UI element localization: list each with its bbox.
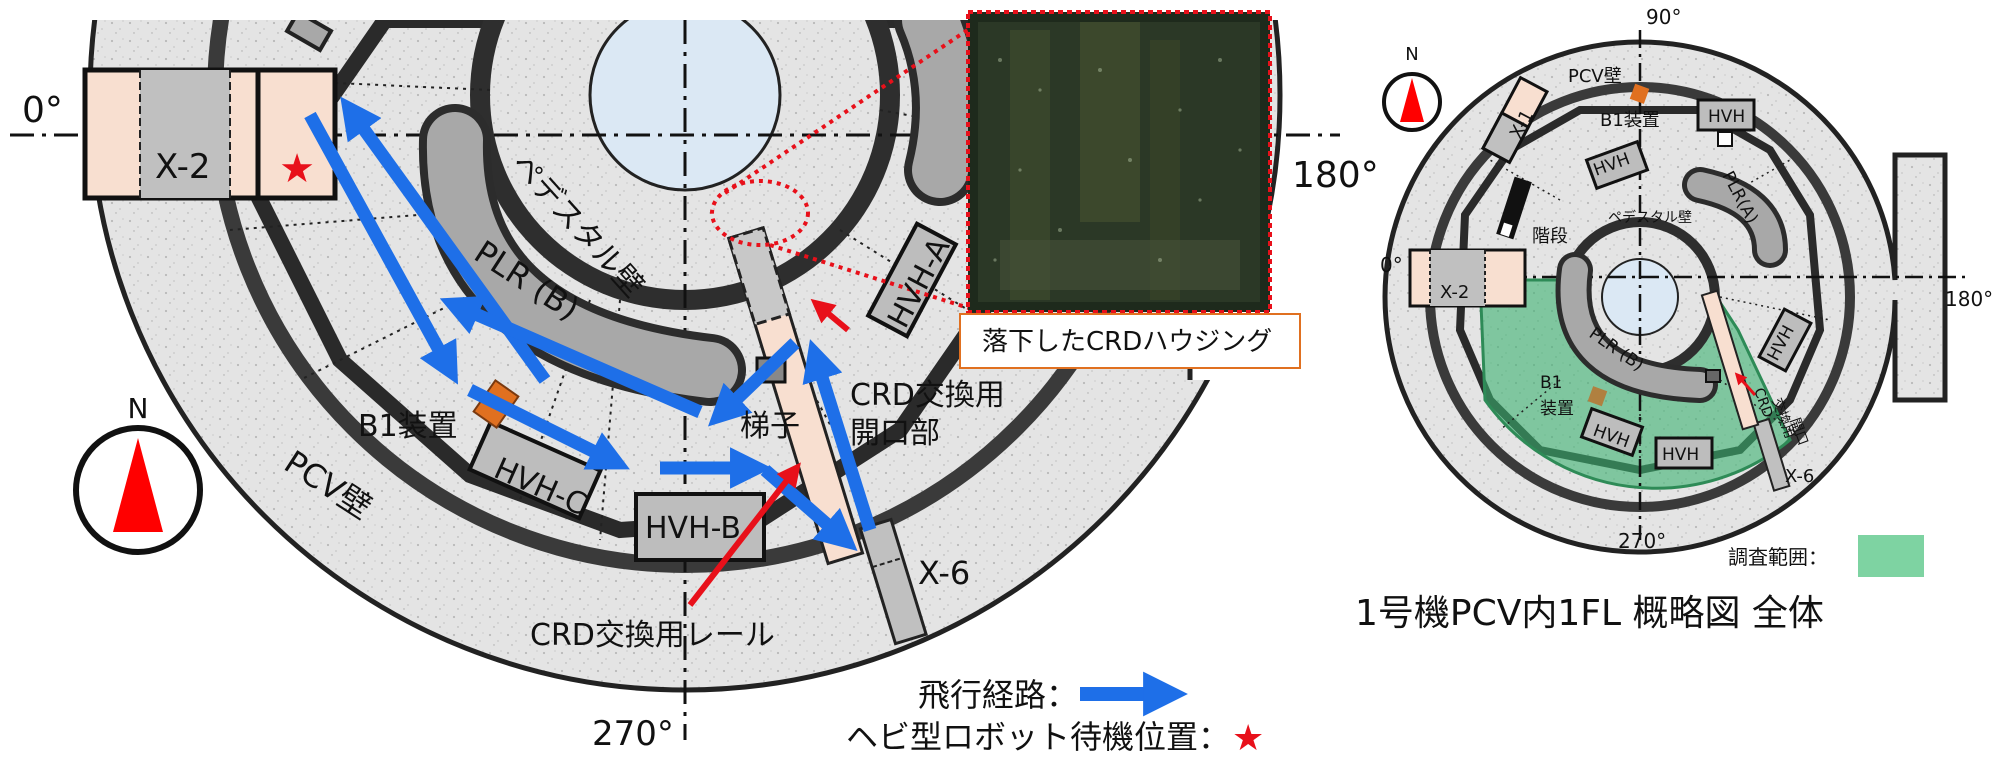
right-pcv-wall-label: PCV壁: [1568, 66, 1622, 87]
right-diagram-title: 1号機PCV内1FL 概略図 全体: [1355, 593, 1824, 634]
right-ladder-box: [1705, 369, 1721, 383]
left-crd-rail-label: CRD交換用レール: [530, 618, 775, 653]
hvh-a-box: [865, 221, 959, 339]
crd-rail-strip: [726, 225, 865, 566]
right-angle-270: 270°: [1618, 529, 1666, 553]
right-x1-penetration: [1480, 75, 1550, 165]
legend-standby-label: ヘビ型ロボット待機位置：: [846, 718, 1230, 756]
survey-range-label: 調査範囲：: [1728, 545, 1828, 569]
x2-penetration: [82, 67, 338, 201]
hvh-b-box: [634, 492, 766, 562]
plr-a-pipe: [902, 20, 976, 198]
right-pedestal-label: ペデスタル壁: [1608, 209, 1692, 226]
right-angle-0: 0°: [1380, 253, 1403, 277]
right-x2-penetration: [1408, 248, 1527, 308]
right-hvh-lower-left: [1579, 406, 1645, 458]
left-north-label: N: [128, 392, 149, 425]
right-x6-label: X-6: [1785, 466, 1814, 487]
left-crd-open-label-1: CRD交換用: [850, 378, 1005, 413]
right-angle-90: 90°: [1646, 5, 1681, 29]
right-x2-label: X-2: [1440, 282, 1469, 303]
left-hvh-b-label: HVH-B: [645, 511, 741, 546]
left-crd-open-label-2: 開口部: [850, 416, 940, 451]
legend-flight-path-label: 飛行経路：: [918, 676, 1078, 714]
right-hvh-upper-left: [1584, 139, 1650, 191]
right-angle-180: 180°: [1945, 287, 1993, 311]
hvh-c-box: [466, 419, 604, 521]
right-stairs-gap: [1500, 222, 1513, 237]
right-hvh-bottom: [1654, 436, 1714, 470]
right-b1-device-bottom: [1587, 386, 1608, 407]
left-x6-label: X-6: [918, 554, 970, 592]
small-box-top: [284, 20, 334, 53]
plr-b-pipe: [426, 112, 738, 398]
right-b1-device-label: B1装置: [1600, 110, 1660, 131]
photo-caption: 落下したCRDハウジング: [982, 327, 1272, 357]
right-plr-a-pipe: [1687, 172, 1783, 263]
left-b1-label: B1装置: [358, 409, 458, 444]
left-angle-180: 180°: [1292, 155, 1379, 196]
right-hvh-top: [1696, 98, 1756, 132]
crd-housing-photo: [966, 10, 1272, 314]
right-hvh-top-small: [1717, 131, 1733, 147]
rail-arrow-2: [810, 298, 850, 333]
right-b1-device-top: [1629, 83, 1650, 104]
right-crd-rail: [1700, 289, 1760, 431]
right-hvh-bottom-label: HVH: [1662, 445, 1699, 465]
right-hvh-right: [1757, 307, 1813, 373]
right-x6-penetration: [1752, 417, 1791, 492]
right-rail-arrow: [1734, 372, 1757, 397]
x6-penetration: [858, 517, 928, 646]
right-north-label: N: [1405, 44, 1418, 65]
rail-arrow-1: [687, 462, 801, 607]
flight-path-arrows: [304, 96, 877, 551]
legend-star-icon: ★: [1232, 718, 1264, 759]
standby-star-icon: ★: [279, 146, 315, 192]
pedestal-inner: [588, 20, 782, 192]
photo-caption-box: [959, 313, 1301, 369]
left-angle-270: 270°: [592, 714, 674, 754]
survey-range-swatch: [1858, 535, 1924, 577]
right-b1-label-b: 装置: [1540, 399, 1574, 419]
right-diagram: [1382, 30, 1965, 555]
left-north-compass: N: [73, 392, 203, 555]
right-north-compass: N: [1382, 44, 1442, 132]
left-ladder-label: 梯子: [740, 409, 800, 444]
inner-wall-polygon: [250, 20, 1029, 539]
right-stairs-label: 階段: [1532, 226, 1568, 247]
right-plr-b-pipe: [1560, 257, 1713, 398]
right-b1-label-a: B1: [1540, 373, 1562, 393]
right-hvh-top-label: HVH: [1708, 107, 1745, 127]
left-x2-label: X-2: [155, 147, 211, 187]
left-angle-0: 0°: [22, 90, 63, 131]
zoom-ellipse: [710, 179, 810, 247]
